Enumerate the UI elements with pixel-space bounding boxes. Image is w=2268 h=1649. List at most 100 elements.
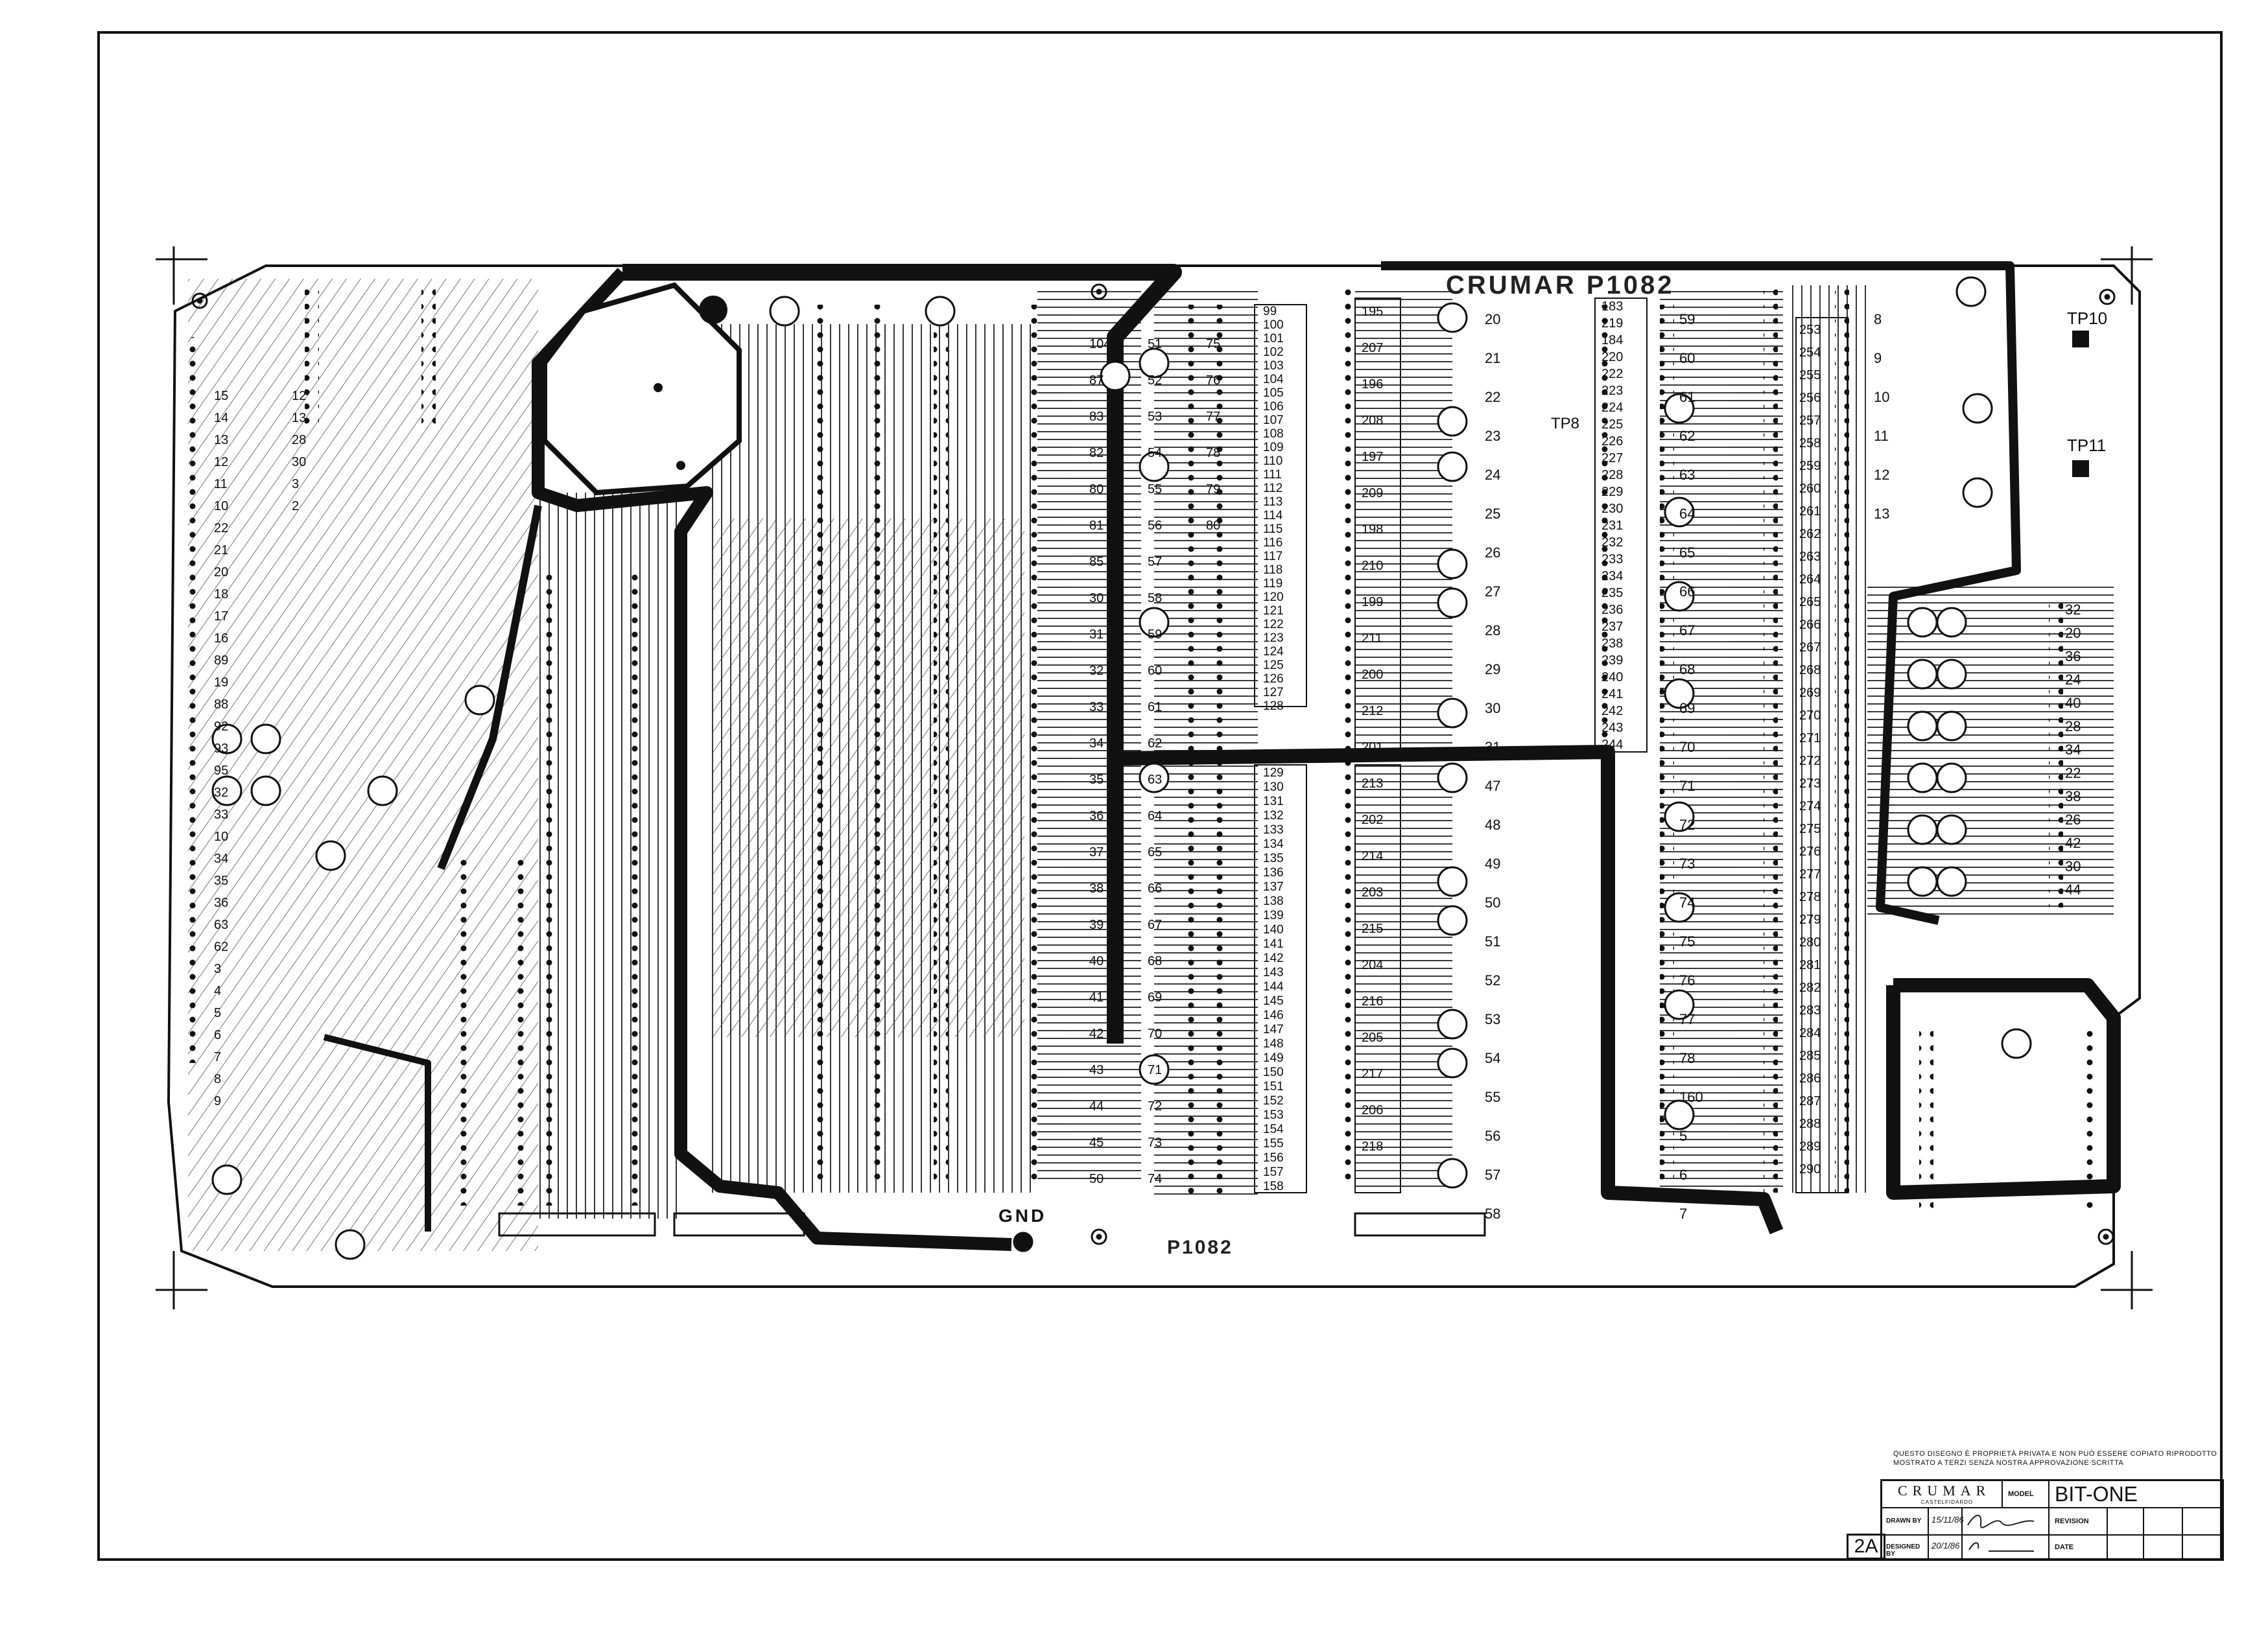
component-label: 12 bbox=[214, 455, 229, 469]
component-label: 217 bbox=[1362, 1067, 1384, 1081]
component-label: 18 bbox=[214, 587, 229, 602]
drawn-label: DRAWN BY bbox=[1886, 1517, 1922, 1525]
component-label: 52 bbox=[1148, 373, 1163, 388]
component-label: 9 bbox=[1874, 350, 1882, 366]
model-label: MODEL bbox=[2008, 1490, 2034, 1498]
component-label: 211 bbox=[1362, 631, 1382, 646]
component-label: 85 bbox=[1089, 555, 1104, 569]
drawn-signature-cell bbox=[1963, 1508, 2049, 1536]
round-components bbox=[211, 276, 2032, 1260]
component-label: 60 bbox=[1679, 350, 1695, 366]
component-label: 80 bbox=[1206, 519, 1221, 533]
component-label: 100 bbox=[1263, 318, 1284, 332]
component-label: 42 bbox=[1089, 1027, 1104, 1041]
component-label: 253 bbox=[1799, 323, 1821, 337]
component-label: 288 bbox=[1799, 1117, 1821, 1131]
component-label: 21 bbox=[1485, 350, 1501, 366]
component-label: 72 bbox=[1148, 1099, 1163, 1114]
component-label: 59 bbox=[1148, 627, 1163, 642]
component-label: 4 bbox=[214, 984, 222, 998]
component-label: 42 bbox=[2065, 835, 2081, 851]
component-label: 127 bbox=[1263, 686, 1284, 699]
title-block: CRUMAR CASTELFIDARDO MODEL BIT-ONE DRAWN… bbox=[1880, 1479, 2224, 1561]
component-label: 107 bbox=[1263, 414, 1284, 427]
component-label: 139 bbox=[1263, 909, 1284, 922]
component-label: 183 bbox=[1601, 299, 1624, 314]
component-label: 19 bbox=[214, 675, 229, 690]
component-label: 8 bbox=[214, 1072, 222, 1086]
component-label: 30 bbox=[1089, 591, 1104, 605]
component-label: 64 bbox=[1679, 506, 1695, 522]
component-label: 128 bbox=[1263, 699, 1284, 713]
component-label: 10 bbox=[1874, 389, 1890, 405]
component-label: 112 bbox=[1263, 482, 1283, 495]
test-point-tp8: TP8 bbox=[1551, 415, 1580, 432]
component-label: 28 bbox=[1485, 622, 1501, 638]
component-label: 144 bbox=[1263, 980, 1284, 994]
component-label: 123 bbox=[1263, 631, 1284, 645]
component-label: 8 bbox=[1874, 311, 1882, 327]
component-label: 78 bbox=[1679, 1050, 1695, 1066]
component-label: 102 bbox=[1263, 345, 1284, 359]
component-label: 285 bbox=[1799, 1049, 1821, 1063]
component-label: 108 bbox=[1263, 427, 1284, 441]
component-label: 22 bbox=[214, 521, 229, 535]
component-label: 264 bbox=[1799, 572, 1821, 587]
component-label: 21 bbox=[214, 543, 229, 557]
component-label: 93 bbox=[214, 742, 229, 756]
component-label: 14 bbox=[214, 411, 229, 425]
component-label: 6 bbox=[214, 1028, 222, 1042]
component-label: 57 bbox=[1148, 555, 1163, 569]
component-label: 74 bbox=[1679, 895, 1695, 911]
component-label: 17 bbox=[214, 609, 229, 624]
component-label: 199 bbox=[1362, 595, 1384, 609]
component-label: 184 bbox=[1601, 333, 1624, 347]
component-label: 131 bbox=[1263, 795, 1284, 808]
component-label: 34 bbox=[2065, 742, 2081, 758]
component-label: 241 bbox=[1601, 687, 1624, 701]
component-label: 36 bbox=[2065, 648, 2081, 664]
date-cell-2 bbox=[2144, 1536, 2183, 1560]
component-label: 272 bbox=[1799, 754, 1821, 768]
component-label: 281 bbox=[1799, 958, 1821, 972]
component-label: 153 bbox=[1263, 1108, 1284, 1122]
component-label: 216 bbox=[1362, 994, 1384, 1009]
component-label: 125 bbox=[1263, 659, 1284, 672]
component-label: 196 bbox=[1362, 377, 1384, 392]
component-label: 160 bbox=[1679, 1089, 1703, 1105]
component-label: 270 bbox=[1799, 708, 1821, 723]
component-label: 51 bbox=[1485, 933, 1501, 950]
component-label: 200 bbox=[1362, 668, 1384, 682]
component-label: 202 bbox=[1362, 813, 1384, 827]
component-label: 48 bbox=[1485, 817, 1501, 833]
date-label-cell: DATE bbox=[2049, 1536, 2108, 1560]
component-label: 10 bbox=[214, 830, 229, 844]
component-label: 73 bbox=[1679, 856, 1695, 872]
component-label: 118 bbox=[1263, 563, 1283, 577]
drawing-frame bbox=[97, 31, 2223, 1561]
component-label: 150 bbox=[1263, 1066, 1284, 1079]
component-label: 11 bbox=[214, 477, 228, 491]
component-label: 44 bbox=[1089, 1099, 1104, 1114]
component-label: 87 bbox=[1089, 373, 1104, 388]
component-label: 29 bbox=[1485, 661, 1501, 677]
board-outline bbox=[167, 264, 2141, 1288]
component-label: 26 bbox=[1485, 544, 1501, 561]
component-label: 76 bbox=[1206, 373, 1221, 388]
component-label: 22 bbox=[2065, 765, 2081, 781]
component-label: 76 bbox=[1679, 972, 1695, 988]
component-label: 262 bbox=[1799, 527, 1821, 541]
component-label: 155 bbox=[1263, 1137, 1284, 1151]
copyright-notice: QUESTO DISEGNO È PROPRIETÀ PRIVATA E NON… bbox=[1893, 1450, 2217, 1467]
component-label: 226 bbox=[1601, 434, 1624, 449]
component-label: 233 bbox=[1601, 552, 1624, 567]
component-label: 20 bbox=[1485, 311, 1501, 327]
component-label: 119 bbox=[1263, 577, 1283, 591]
component-label: 237 bbox=[1601, 620, 1624, 634]
revision-label-cell: REVISION bbox=[2049, 1508, 2108, 1536]
component-label: 30 bbox=[2065, 858, 2081, 874]
component-label: 61 bbox=[1148, 700, 1163, 714]
component-label: 130 bbox=[1263, 780, 1284, 794]
component-label: 12 bbox=[292, 389, 307, 403]
component-label: 225 bbox=[1601, 417, 1624, 432]
